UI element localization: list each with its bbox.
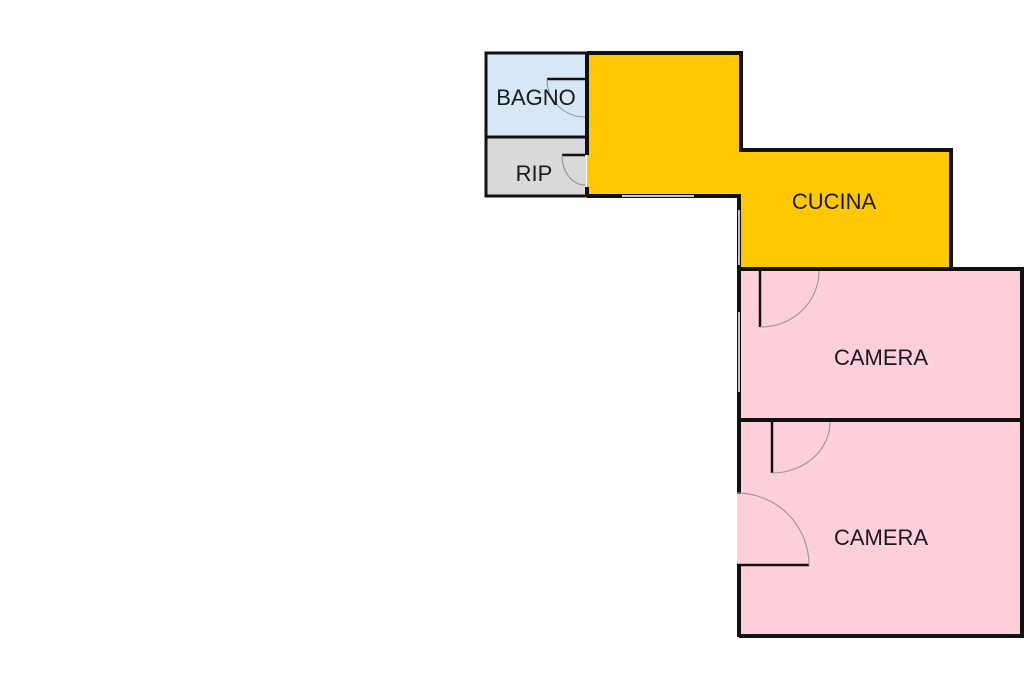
label-rip: RIP: [516, 161, 553, 186]
room-cucina: [587, 54, 950, 268]
label-bagno: BAGNO: [496, 85, 575, 110]
room-rip: [487, 138, 586, 196]
wall-bagno-rip-outer: [484, 51, 587, 198]
door-rip-arc: [561, 154, 586, 186]
wall-cucina-outer: [587, 51, 953, 268]
walls: [484, 51, 1024, 638]
door-entrance-arc: [736, 492, 810, 566]
label-camera-1: CAMERA: [834, 345, 928, 370]
door-camera1-arc: [759, 270, 820, 328]
room-camera-1: [740, 270, 1021, 420]
door-bagno-arc: [546, 78, 586, 118]
wall-camera-outer: [739, 267, 1024, 638]
room-bagno: [487, 54, 586, 136]
entrance-gap: [737, 494, 742, 564]
doors: [546, 77, 831, 567]
label-camera-2: CAMERA: [834, 525, 928, 550]
door-camera2-arc: [771, 421, 831, 474]
room-camera-2: [740, 421, 1021, 635]
label-cucina: CUCINA: [792, 189, 877, 214]
